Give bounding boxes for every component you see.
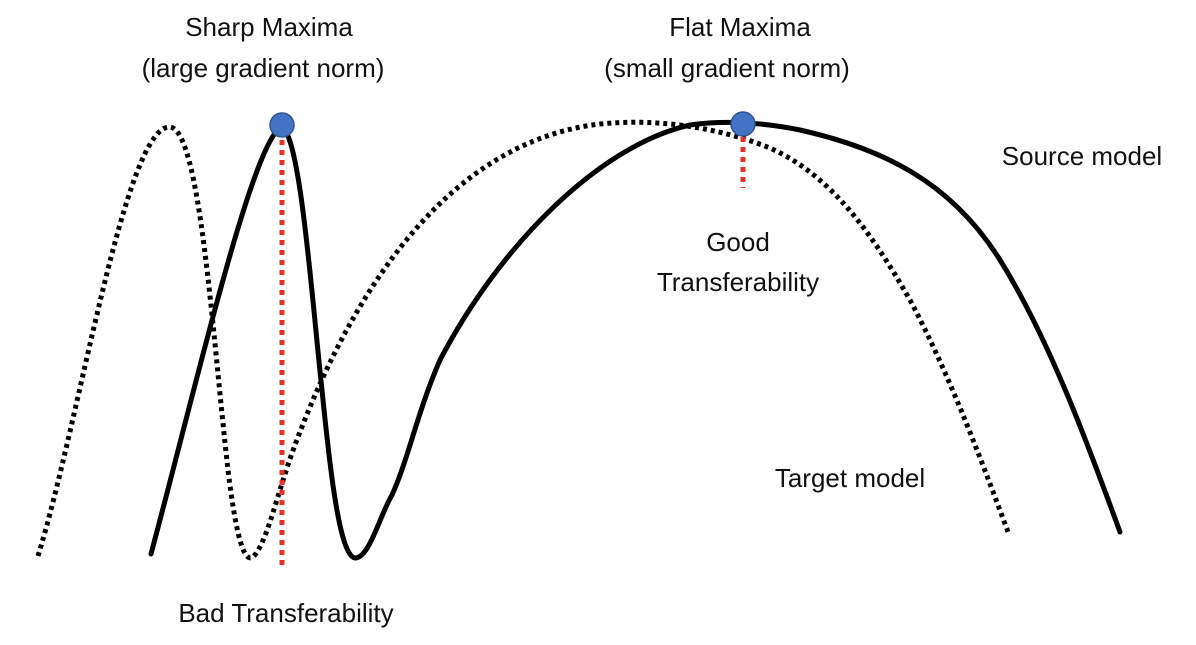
source-model-curve: [148, 119, 1123, 561]
source-model-label: Source model: [1002, 141, 1162, 171]
good-transferability-line1: Good: [706, 227, 770, 257]
flat-maxima-subtitle: (small gradient norm): [604, 53, 850, 83]
sharp-maxima-title: Sharp Maxima: [185, 12, 353, 42]
target-model-curve: [35, 119, 1011, 561]
target-model-label: Target model: [775, 463, 925, 493]
flat-maxima-title: Flat Maxima: [669, 12, 811, 42]
bad-transferability-label: Bad Transferability: [178, 598, 393, 628]
flat-maxima-marker: [730, 111, 756, 137]
sharp-maxima-subtitle: (large gradient norm): [142, 53, 385, 83]
sharp-maxima-marker: [269, 112, 295, 138]
good-transferability-line2: Transferability: [657, 267, 819, 297]
